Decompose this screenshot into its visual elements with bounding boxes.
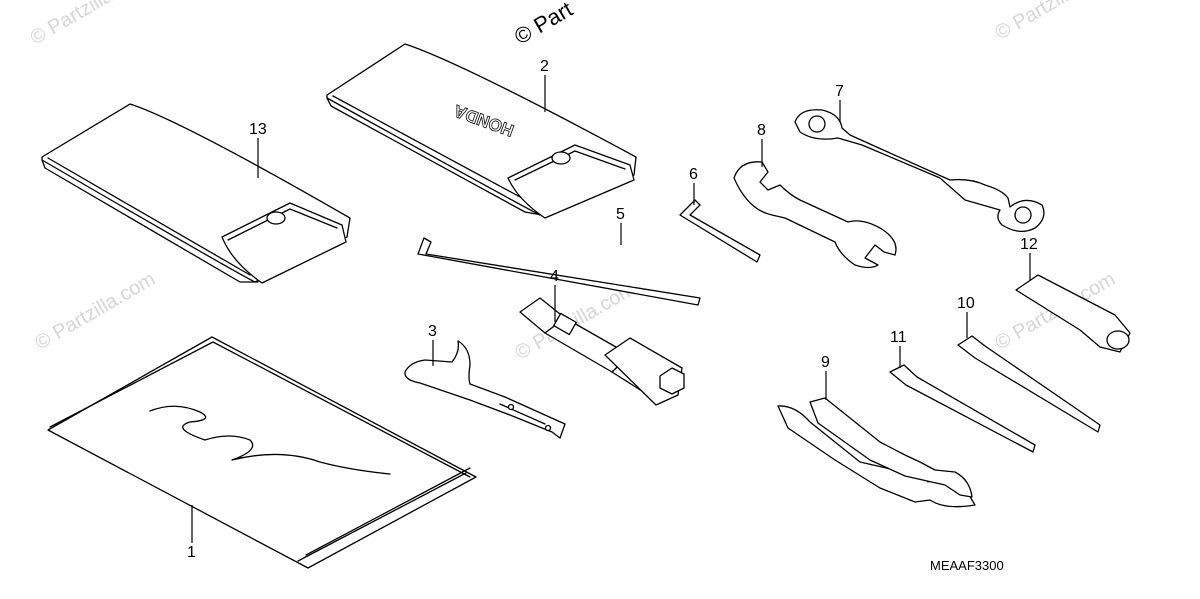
part-number: 6 xyxy=(689,166,698,183)
combination-wrench xyxy=(733,161,897,269)
part-number: 1 xyxy=(187,544,196,561)
watermark-top: © Part xyxy=(510,0,577,49)
leader-lines xyxy=(191,75,1031,543)
part-number: 7 xyxy=(835,83,844,100)
part-number: 11 xyxy=(890,329,907,346)
screwdriver-handle xyxy=(1015,274,1131,353)
part-number: 12 xyxy=(1020,236,1038,253)
screwdriver-short xyxy=(889,364,1036,453)
part-number: 5 xyxy=(616,206,625,223)
owners-manual-bag xyxy=(47,336,477,569)
part-callouts: 1 2 3 4 5 6 7 8 9 10 11 12 13 xyxy=(187,58,1038,561)
part-number: 4 xyxy=(550,268,559,285)
spark-plug-wrench xyxy=(519,297,685,406)
tool-pouch-plain xyxy=(41,103,351,284)
box-end-wrench xyxy=(794,109,1045,232)
screwdriver-long xyxy=(957,335,1101,433)
pliers xyxy=(777,397,976,508)
watermark: © Partzilla.com xyxy=(27,0,155,49)
part-number: 3 xyxy=(428,323,437,340)
watermark: © Partzilla.com xyxy=(992,0,1120,44)
part-number: 13 xyxy=(249,121,267,138)
hex-key-large xyxy=(679,199,761,263)
watermark: © Partzilla.com xyxy=(32,268,160,354)
diagram-code: MEAAF3300 xyxy=(930,558,1004,573)
part-number: 10 xyxy=(957,295,975,312)
pin-spanner xyxy=(404,340,566,439)
part-number: 2 xyxy=(540,58,549,75)
part-number: 8 xyxy=(757,122,766,139)
part-number: 9 xyxy=(821,354,830,371)
tool-pouch-honda: HONDA xyxy=(326,43,637,219)
hex-key-small xyxy=(417,237,701,306)
